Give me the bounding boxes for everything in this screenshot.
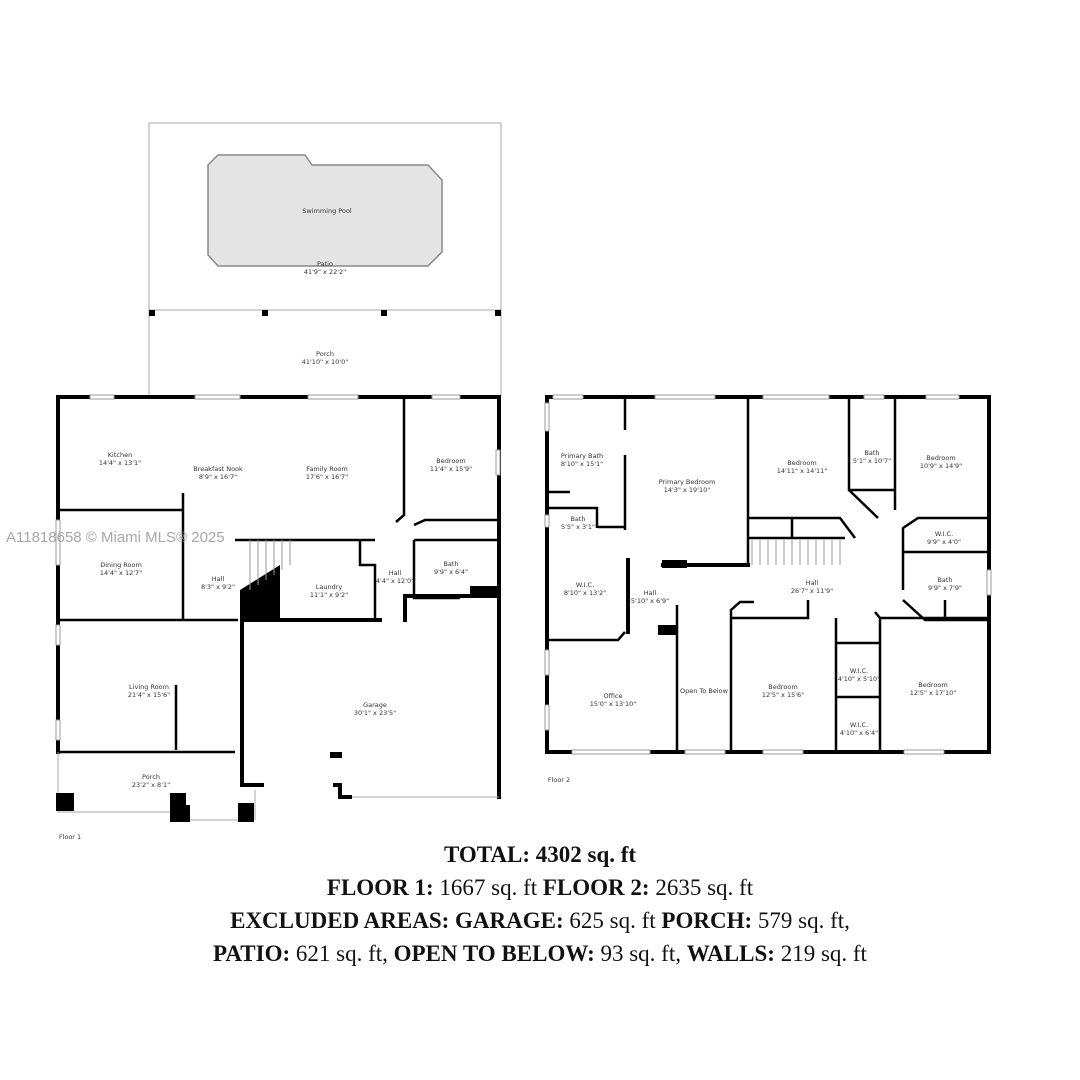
room-dims: 17'6" x 16'7" (306, 473, 348, 481)
room-name: Porch (316, 350, 334, 358)
room-name: Bedroom (926, 454, 955, 462)
room-dims: 4'10" x 6'4" (840, 729, 878, 737)
room-name: Breakfast Nook (193, 465, 243, 473)
room-dims: 10'9" x 14'9" (920, 462, 962, 470)
room-dims: 30'1" x 23'5" (354, 709, 396, 717)
room-dims: 14'3" x 19'10" (664, 486, 710, 494)
room-name: W.I.C. (935, 530, 953, 538)
room-dims: 26'7" x 11'9" (791, 587, 833, 595)
room-name: Bath (570, 515, 585, 523)
room-name: Hall (389, 569, 402, 577)
room-dims: 21'4" x 15'6" (128, 691, 170, 699)
room-name: Hall (212, 575, 225, 583)
room-name: Bedroom (436, 457, 465, 465)
room-dims: 5'10" x 6'9" (631, 597, 669, 605)
room-dims: 11'4" x 15'9" (430, 465, 472, 473)
room-dims: 41'10" x 10'0" (302, 358, 348, 366)
room-dims: 12'5" x 17'10" (910, 689, 956, 697)
room-dims: 9'9" x 4'0" (927, 538, 961, 546)
room-dims: 12'5" x 15'6" (762, 691, 804, 699)
room-name: Bath (443, 560, 458, 568)
room-dims: 5'1" x 10'7" (853, 457, 891, 465)
room-dims: 8'3" x 9'2" (201, 583, 235, 591)
swimming-pool-shape (207, 154, 443, 267)
floor2-label: Floor 2 (548, 776, 570, 784)
room-name: Family Room (306, 465, 348, 473)
room-name: Open To Below (680, 687, 729, 695)
room-name: W.I.C. (850, 667, 868, 675)
summary-excluded-2: PATIO: 621 sq. ft, OPEN TO BELOW: 93 sq.… (213, 941, 867, 966)
summary-floors: FLOOR 1: 1667 sq. ft FLOOR 2: 2635 sq. f… (326, 875, 754, 900)
floor1-label: Floor 1 (59, 833, 81, 841)
room-dims: 14'11" x 14'11" (777, 467, 828, 475)
room-dims: 14'4" x 13'1" (99, 459, 141, 467)
room-name: W.I.C. (850, 721, 868, 729)
room-name: Porch (142, 773, 160, 781)
room-name: W.I.C. (576, 581, 594, 589)
room-dims: 15'0" x 13'10" (590, 700, 636, 708)
room-name: Office (604, 692, 623, 700)
summary-total: TOTAL: 4302 sq. ft (443, 842, 637, 867)
floor1-plan: Swimming Pool Patio 41'9" x 22'2" Porch … (55, 122, 502, 841)
room-name: Living Room (129, 683, 169, 691)
room-dims: 9'9" x 7'9" (928, 584, 962, 592)
room-name: Garage (363, 701, 387, 709)
room-name: Primary Bedroom (659, 478, 716, 486)
room-dims: 23'2" x 8'1" (132, 781, 170, 789)
room-dims: 8'10" x 15'1" (561, 460, 603, 468)
room-name: Bath (864, 449, 879, 457)
room-name: Dining Room (100, 561, 142, 569)
room-dims: 8'10" x 13'2" (564, 589, 606, 597)
room-dims: 9'9" x 6'4" (434, 568, 468, 576)
room-dims: 4'10" x 5'10" (838, 675, 880, 683)
room-name: Kitchen (108, 451, 132, 459)
floor2-plan: Primary Bath 8'10" x 15'1" Primary Bedro… (544, 394, 992, 784)
watermark: A11818658 © Miami MLS® 2025 (6, 529, 225, 546)
room-name: Hall (644, 589, 657, 597)
room-name: Bath (937, 576, 952, 584)
room-dims: 11'1" x 9'2" (310, 591, 348, 599)
room-name: Bedroom (918, 681, 947, 689)
room-name: Bedroom (768, 683, 797, 691)
room-dims: 41'9" x 22'2" (304, 268, 346, 276)
room-dims: 14'4" x 12'7" (100, 569, 142, 577)
room-name: Bedroom (787, 459, 816, 467)
room-name: Primary Bath (561, 452, 603, 460)
room-dims: 4'4" x 12'0" (376, 577, 414, 585)
summary-excluded: EXCLUDED AREAS: GARAGE: 625 sq. ft PORCH… (230, 908, 850, 933)
room-name: Laundry (316, 583, 343, 591)
room-dims: 8'9" x 16'7" (199, 473, 237, 481)
room-name: Hall (806, 579, 819, 587)
room-dims: 5'5" x 3'1" (561, 523, 595, 531)
room-name: Patio (317, 260, 333, 268)
room-name: Swimming Pool (302, 207, 352, 215)
